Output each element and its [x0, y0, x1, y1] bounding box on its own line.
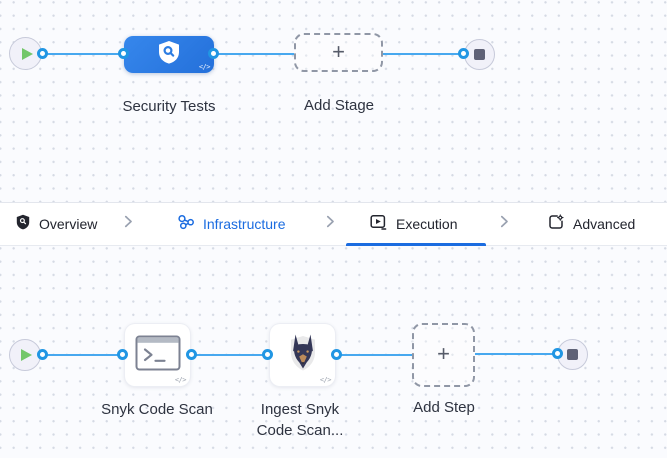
chevron-right-icon: [326, 215, 335, 233]
security-shield-scan-icon: [156, 39, 182, 70]
tab-advanced[interactable]: Advanced: [548, 203, 635, 245]
tab-infrastructure-label: Infrastructure: [203, 216, 286, 232]
connector-port[interactable]: [37, 349, 48, 360]
pipeline-end-node[interactable]: [464, 39, 495, 70]
add-stage-button[interactable]: +: [294, 33, 383, 72]
connector-port[interactable]: [208, 48, 219, 59]
plus-icon: +: [437, 341, 450, 366]
code-badge: </>: [174, 376, 187, 384]
tab-advanced-label: Advanced: [573, 216, 636, 232]
connection-line: [42, 354, 123, 356]
pipeline-start-node[interactable]: [9, 37, 42, 70]
advanced-settings-icon: [548, 213, 564, 235]
connection-line: [337, 354, 412, 356]
code-badge: </>: [198, 63, 211, 71]
terminal-icon: [135, 335, 181, 376]
step-node-ingest-snyk[interactable]: </>: [270, 324, 335, 386]
play-icon: [21, 47, 33, 60]
code-badge: </>: [319, 376, 332, 384]
infrastructure-nodes-icon: [177, 214, 194, 235]
connector-port[interactable]: [331, 349, 342, 360]
add-step-label: Add Step: [413, 399, 475, 416]
plus-icon: +: [332, 38, 345, 64]
tab-infrastructure[interactable]: Infrastructure: [177, 203, 285, 245]
connection-line: [214, 53, 294, 55]
connector-port[interactable]: [458, 48, 469, 59]
shield-icon: [16, 214, 30, 235]
play-icon: [21, 349, 32, 361]
connector-port[interactable]: [552, 348, 563, 359]
step-label: Ingest Snyk Code Scan...: [256, 401, 344, 439]
add-step-button[interactable]: +: [412, 323, 475, 387]
connection-line: [192, 354, 268, 356]
connector-port[interactable]: [186, 349, 197, 360]
snyk-logo-icon: [285, 333, 321, 378]
chevron-right-icon: [124, 215, 133, 233]
stop-icon: [567, 349, 578, 360]
connection-line: [475, 353, 558, 355]
connector-port[interactable]: [118, 48, 129, 59]
connector-port[interactable]: [262, 349, 273, 360]
chevron-right-icon: [500, 215, 509, 233]
connector-port[interactable]: [117, 349, 128, 360]
tab-overview-label: Overview: [39, 216, 98, 232]
active-tab-underline: [346, 243, 486, 246]
add-stage-label: Add Stage: [303, 97, 375, 114]
stage-label: Security Tests: [122, 98, 216, 115]
step-node-snyk-code-scan[interactable]: </>: [125, 324, 190, 386]
tab-execution-label: Execution: [396, 216, 458, 232]
connection-line: [383, 53, 464, 55]
execution-play-icon: [370, 214, 387, 235]
tab-overview[interactable]: Overview: [16, 203, 97, 245]
stage-node-security-tests[interactable]: </>: [124, 36, 214, 73]
stop-icon: [474, 49, 485, 60]
stage-tabbar: Overview Infrastructure: [0, 202, 667, 246]
step-label: Snyk Code Scan: [101, 401, 213, 418]
tab-execution[interactable]: Execution: [370, 203, 457, 245]
connector-port[interactable]: [37, 48, 48, 59]
connection-line: [42, 53, 124, 55]
